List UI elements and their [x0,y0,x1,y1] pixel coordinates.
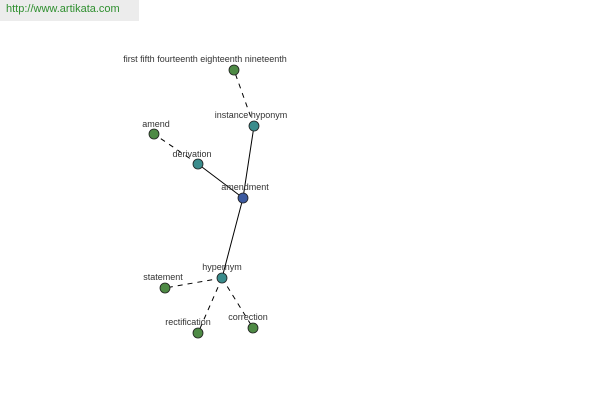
edge-amendment-hypernym [221,197,244,279]
label-rectification: rectification [165,317,211,327]
label-amendment: amendment [221,182,269,192]
edge-amendment-instance-hyponym [242,125,255,199]
label-hypernym: hypernym [202,262,242,272]
site-url-link[interactable]: http://www.artikata.com [6,3,120,15]
label-derivation: derivation [172,149,211,159]
graph-nodes [148,64,260,339]
label-amend: amend [142,119,170,129]
node-amend[interactable] [148,128,160,140]
graph-labels: amendment instance hyponym derivation hyper… [123,54,287,327]
edge-amendment-derivation [197,163,244,199]
node-first-fifth[interactable] [228,64,240,76]
url-bar: http://www.artikata.com [0,0,139,21]
edge-hypernym-rectification [197,277,223,334]
edge-derivation-amend [153,133,199,165]
node-hypernym[interactable] [216,272,228,284]
node-correction[interactable] [247,322,259,334]
label-correction: correction [228,312,268,322]
label-instance-hyponym: instance hyponym [215,110,288,120]
node-amendment[interactable] [237,192,249,204]
label-first-fifth: first fifth fourteenth eighteenth ninete… [123,54,287,64]
node-statement[interactable] [159,282,171,294]
label-statement: statement [143,272,183,282]
node-rectification[interactable] [192,327,204,339]
node-derivation[interactable] [192,158,204,170]
graph-edges [153,69,255,334]
node-instance-hyponym[interactable] [248,120,260,132]
